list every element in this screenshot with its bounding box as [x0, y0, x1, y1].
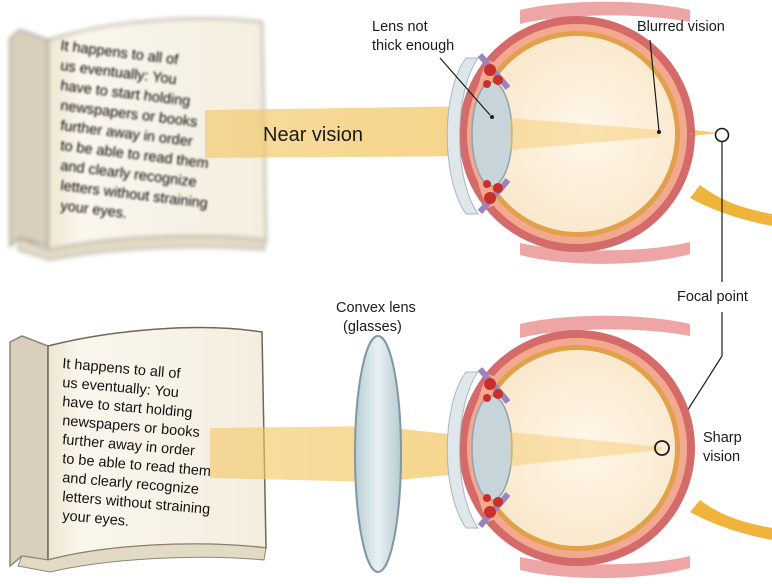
blurred-vision-label: Blurred vision — [637, 19, 725, 35]
convex-lens-label-1: Convex lens — [336, 300, 416, 316]
lens-not-thick-label-1: Lens not — [372, 19, 428, 35]
focal-point-label: Focal point — [677, 289, 748, 305]
blurred-pointer-dot — [657, 130, 661, 134]
convex-lens-label-2: (glasses) — [343, 319, 402, 335]
lens-pointer-dot — [490, 115, 494, 119]
near-vision-label: Near vision — [263, 124, 363, 146]
lens-not-thick-label-2: thick enough — [372, 38, 454, 54]
sharp-vision-label-2: vision — [703, 449, 740, 465]
convex-lens — [355, 336, 401, 572]
top-focal-point-marker — [716, 129, 729, 142]
sharp-vision-label-1: Sharp — [703, 430, 742, 446]
